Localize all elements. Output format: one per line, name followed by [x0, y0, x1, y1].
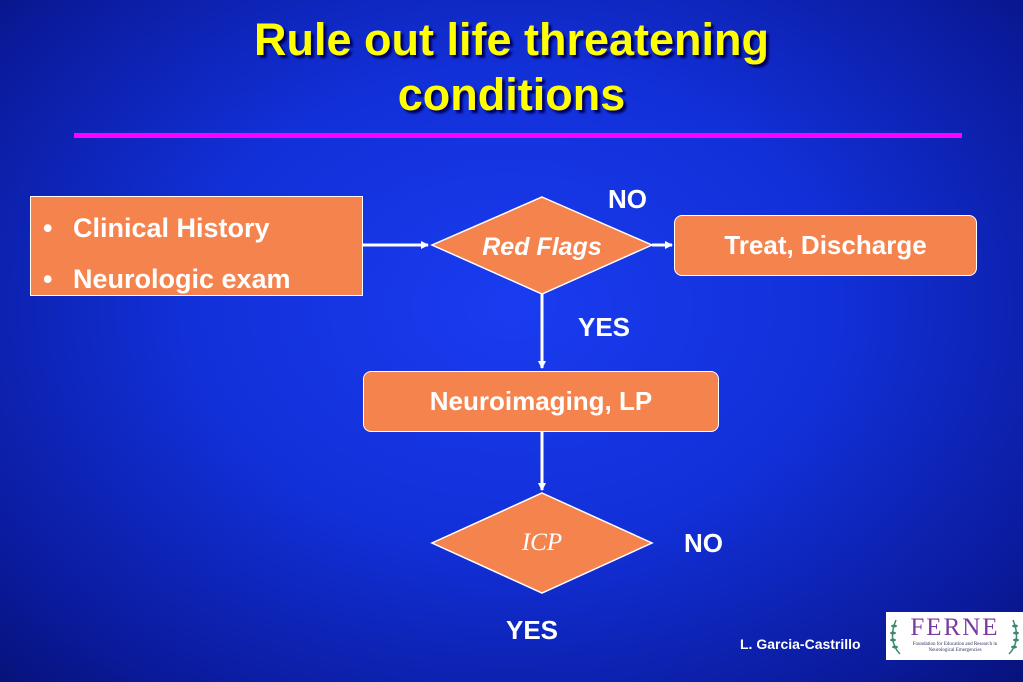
neuroimaging-lp-box: Neuroimaging, LP: [363, 371, 719, 432]
slide-title-line-2: conditions: [397, 69, 626, 120]
treat-discharge-box: Treat, Discharge: [674, 215, 977, 276]
treat-discharge-label: Treat, Discharge: [724, 230, 927, 260]
red-flags-no-label: NO: [608, 184, 647, 214]
clinical-assessment-box: • Clinical History • Neurologic exam: [30, 196, 363, 296]
icp-no-label: NO: [684, 528, 723, 558]
slide-title: Rule out life threatening conditions: [0, 12, 1023, 122]
icp-decision-diamond: [430, 492, 654, 594]
list-item: • Clinical History: [43, 203, 362, 254]
red-flags-yes-label: YES: [578, 312, 631, 342]
neuroimaging-lp-label: Neuroimaging, LP: [429, 386, 653, 416]
list-item: • Neurologic exam: [43, 254, 362, 305]
slide-title-line-1: Rule out life threatening: [253, 14, 770, 65]
logo-subtitle: Foundation for Education and Research in…: [912, 642, 998, 653]
author-credit: L. Garcia-Castrillo: [740, 636, 861, 652]
red-flags-decision-diamond: [430, 196, 654, 295]
bullet-icon: •: [43, 264, 53, 294]
logo-wordmark: FERNE: [910, 614, 1000, 641]
bullet-icon: •: [43, 213, 53, 243]
assessment-list: • Clinical History • Neurologic exam: [43, 203, 362, 305]
icp-yes-label: YES: [506, 615, 559, 645]
laurel-left-icon: [890, 619, 901, 655]
title-divider: [74, 133, 962, 138]
list-item-label: Clinical History: [73, 213, 270, 243]
icp-label: ICP: [521, 529, 563, 556]
laurel-right-icon: [1008, 619, 1019, 655]
red-flags-label: Red Flags: [482, 233, 602, 261]
list-item-label: Neurologic exam: [73, 264, 291, 294]
ferne-logo: FERNE Foundation for Education and Resea…: [886, 612, 1023, 660]
